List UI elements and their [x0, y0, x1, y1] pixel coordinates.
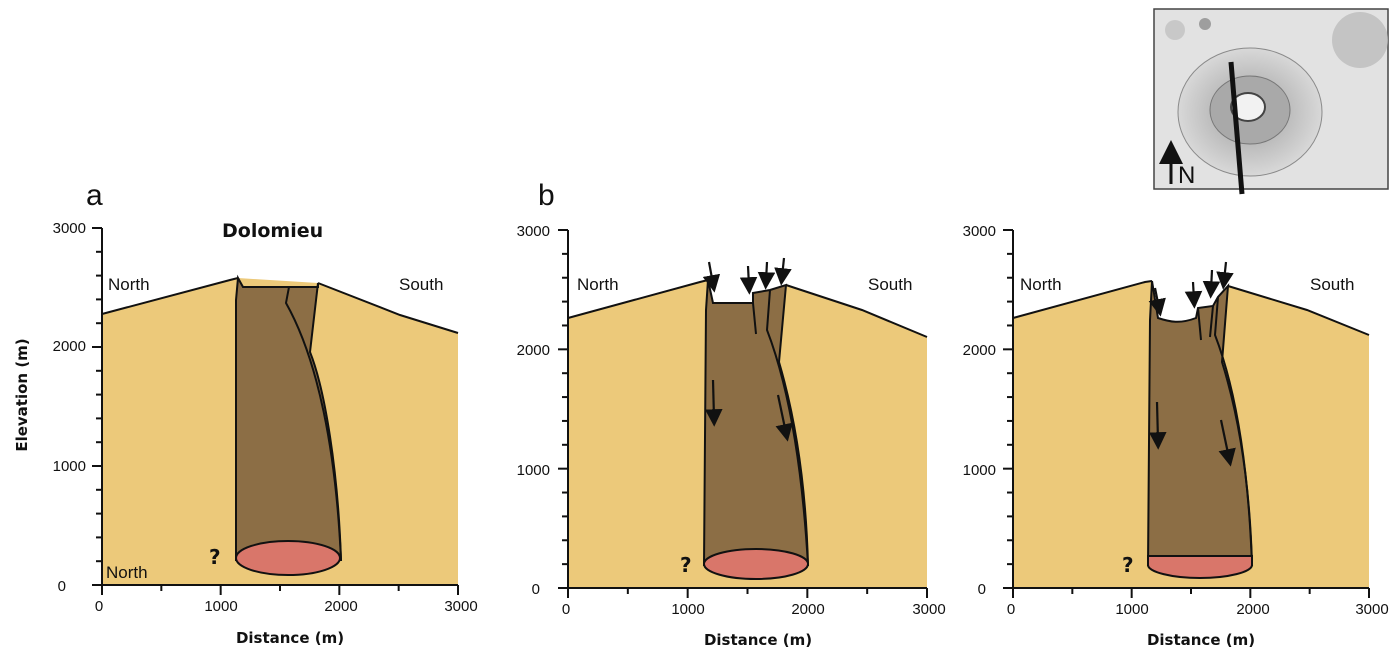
x-tick-label: 2000: [791, 601, 824, 618]
subsidence-arrows-b1: [702, 257, 793, 442]
down-arrow: [1202, 269, 1221, 299]
south-label-a: South: [399, 275, 443, 294]
y-tick-label: 0: [58, 578, 66, 595]
question-mark-b2: ?: [1122, 553, 1134, 577]
question-mark-b1: ?: [680, 553, 692, 577]
x-ticks-b2: [1012, 588, 1370, 598]
y-tick-label: 3000: [53, 220, 86, 237]
crater-pit: [1230, 92, 1266, 122]
down-arrow: [757, 261, 776, 290]
x-tick-label: 3000: [912, 601, 945, 618]
south-label-b2: South: [1310, 275, 1354, 294]
x-tick-label: 1000: [1115, 601, 1148, 618]
volcano-title: Dolomieu: [222, 220, 323, 242]
inset-map: N: [1153, 8, 1389, 195]
magma-chamber-b1: [703, 548, 809, 580]
north-label-a: North: [108, 275, 150, 294]
y-tick-label: 1000: [963, 462, 996, 479]
x-tick-label: 1000: [204, 598, 237, 615]
subsidence-arrows-b2: [1148, 261, 1236, 467]
fault-b2-2: [1209, 305, 1214, 338]
y-ticks-b1: [558, 229, 568, 589]
fault-b2-1: [1197, 307, 1202, 341]
panel-b-left: b ? North South 0 1000 2000 3000 0 1000 …: [517, 179, 946, 649]
south-label-b1: South: [868, 275, 912, 294]
x-tick-label: 0: [562, 601, 570, 618]
y-tick-label: 1000: [517, 462, 550, 479]
x-tick-label: 0: [1007, 601, 1015, 618]
down-arrow: [774, 257, 792, 286]
north-arrow-label: N: [1178, 162, 1195, 189]
panel-a: a Dolomieu ? North South North 0 1000 20…: [13, 179, 478, 647]
down-arrow: [739, 265, 758, 295]
y-ticks-a: [92, 227, 102, 586]
x-ticks-b1: [567, 588, 928, 598]
terrain-blob: [1165, 20, 1185, 40]
y-tick-label: 1000: [53, 458, 86, 475]
y-ticks-b2: [1003, 229, 1013, 589]
north-label-b1: North: [577, 275, 619, 294]
terrain-blob: [1199, 18, 1211, 30]
panel-b-right: ? North South 0 1000 2000 3000 0 1000 20…: [963, 223, 1389, 649]
profile-line: [1228, 61, 1245, 195]
magma-chamber-a: [235, 540, 341, 576]
x-tick-label: 1000: [671, 601, 704, 618]
surface-profile-a: [101, 277, 459, 334]
terrain-blob: [1332, 12, 1388, 68]
surface-profile-b2: [1012, 280, 1370, 336]
down-arrow: [1148, 287, 1166, 317]
y-tick-label: 2000: [963, 342, 996, 359]
x-axis-title-b1: Distance (m): [704, 631, 812, 649]
fault-b1-1: [752, 302, 757, 335]
magma-chamber-b2: [1147, 555, 1253, 580]
north-bottom-label-a: North: [106, 563, 148, 582]
down-arrow: [1148, 401, 1167, 450]
down-arrow: [702, 261, 721, 293]
x-tick-label: 3000: [1355, 601, 1388, 618]
y-tick-label: 3000: [963, 223, 996, 240]
down-arrow: [1216, 261, 1234, 290]
fault-a: [284, 286, 342, 561]
fault-b2-3: [1213, 296, 1253, 566]
y-tick-label: 3000: [517, 223, 550, 240]
down-arrow: [775, 394, 793, 442]
x-tick-label: 3000: [444, 598, 477, 615]
y-tick-label: 2000: [517, 342, 550, 359]
north-label-b2: North: [1020, 275, 1062, 294]
y-tick-label: 2000: [53, 338, 86, 355]
down-arrow: [704, 379, 723, 427]
x-ticks-a: [101, 585, 459, 595]
y-axis-title: Elevation (m): [13, 338, 31, 451]
down-arrow: [1184, 281, 1203, 309]
panel-letter-b: b: [538, 179, 555, 212]
x-axis-title-a: Distance (m): [236, 629, 344, 647]
down-arrow: [1218, 419, 1236, 467]
x-tick-label: 0: [95, 598, 103, 615]
x-axis-title-b2: Distance (m): [1147, 631, 1255, 649]
x-tick-label: 2000: [324, 598, 357, 615]
fault-b1-2: [765, 289, 809, 566]
x-tick-label: 2000: [1236, 601, 1269, 618]
panel-letter-a: a: [86, 179, 103, 212]
y-tick-label: 0: [978, 581, 986, 598]
question-mark-a: ?: [209, 545, 221, 569]
y-tick-label: 0: [532, 581, 540, 598]
